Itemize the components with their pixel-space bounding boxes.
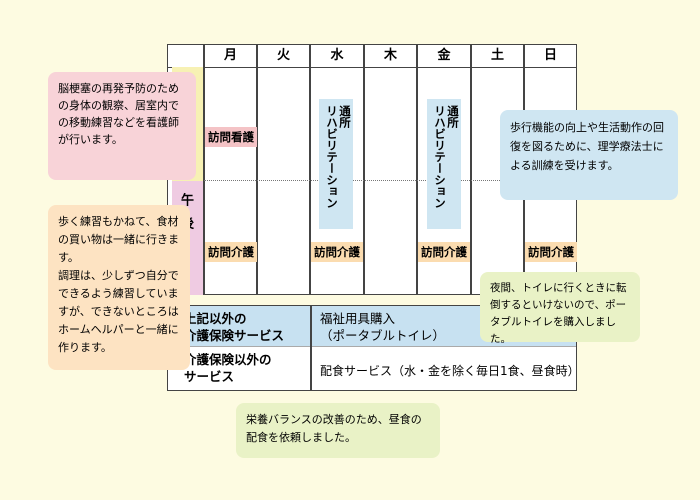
- day-sun: 日: [543, 48, 557, 63]
- slot-sun-pm: 訪問介護: [525, 242, 577, 262]
- am-pm-divider: [204, 180, 576, 181]
- callout-helper: 歩く練習もかねて、食材の買い物は一緒に行きます。 調理は、少しずつ自分でできるよ…: [48, 205, 190, 370]
- other-ltc-label: 上記以外の 介護保険サービス: [184, 311, 285, 343]
- slot-fri-pm: 訪問介護: [418, 242, 470, 262]
- non-ltc-label: 介護保険以外の サービス: [184, 352, 272, 384]
- slot-fri-rehab: 通所リハビリテーション: [427, 99, 461, 229]
- other-ltc-value: 福祉用具購入 （ポータブルトイレ）: [320, 311, 446, 343]
- day-thu: 木: [383, 48, 397, 63]
- non-ltc-value: 配食サービス（水・金を除く毎日1食、昼食時）: [320, 364, 580, 378]
- callout-nursing: 脳梗塞の再発予防のための身体の観察、居室内での移動練習などを看護師が行います。: [48, 72, 196, 180]
- day-fri: 金: [437, 48, 451, 63]
- slot-wed-pm: 訪問介護: [311, 242, 363, 262]
- day-wed: 水: [330, 48, 344, 63]
- slot-wed-rehab: 通所リハビリテーション: [319, 99, 353, 229]
- callout-meal: 栄養バランスの改善のため、昼食の配食を依頼しました。: [236, 403, 440, 458]
- callout-rehab: 歩行機能の向上や生活動作の回復を図るために、理学療法士による訓練を受けます。: [500, 110, 678, 200]
- day-sat: 土: [490, 48, 504, 63]
- header-row: [168, 45, 576, 68]
- day-mon: 月: [223, 48, 237, 63]
- callout-toilet: 夜間、トイレに行くときに転倒するといけないので、ポータブルトイレを購入しました。: [480, 272, 640, 345]
- slot-mon-pm: 訪問介護: [205, 242, 257, 262]
- slot-mon-am: 訪問看護: [205, 127, 257, 147]
- day-tue: 火: [276, 48, 290, 63]
